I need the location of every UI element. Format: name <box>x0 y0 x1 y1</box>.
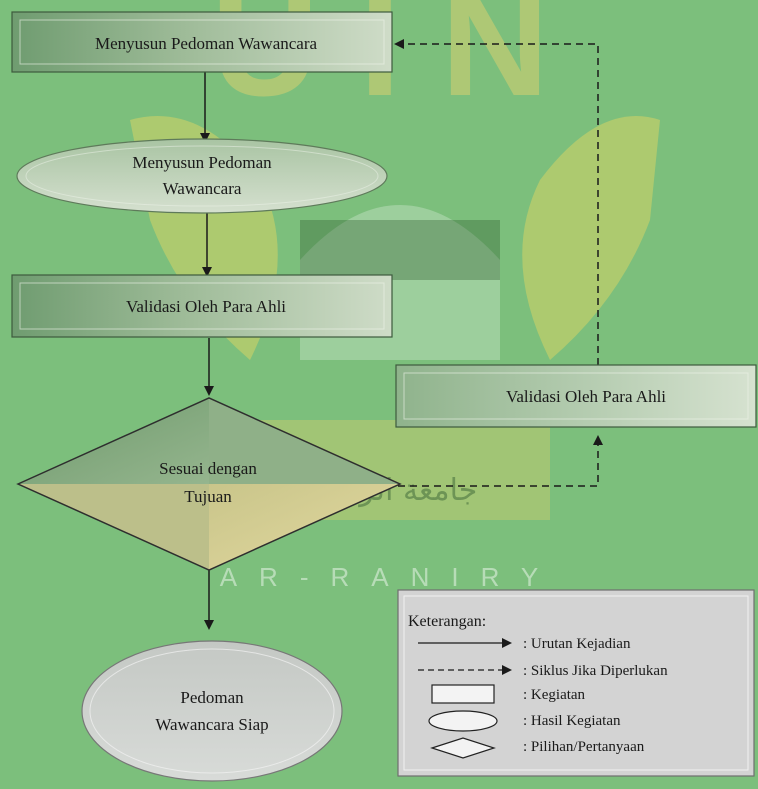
step-1-label: Menyusun Pedoman Wawancara <box>95 34 318 53</box>
legend-item-1: : Urutan Kejadian <box>523 636 631 652</box>
legend-ellipse-icon <box>428 710 498 732</box>
legend-box: Keterangan: : Urutan Kejadian : Siklus J… <box>397 589 755 777</box>
legend-item-5: : Pilihan/Pertanyaan <box>523 739 645 755</box>
result-1-label-line1: Menyusun Pedoman <box>132 153 272 172</box>
legend-item-2: : Siklus Jika Diperlukan <box>523 663 668 679</box>
result-1-ellipse: Menyusun Pedoman Wawancara <box>16 138 388 214</box>
legend-title: Keterangan: <box>408 613 486 630</box>
step-2-label: Validasi Oleh Para Ahli <box>126 297 286 316</box>
result-1-label-line2: Wawancara <box>163 179 242 198</box>
decision-label-line2: Tujuan <box>184 487 232 506</box>
step-2-box: Validasi Oleh Para Ahli <box>11 274 393 338</box>
watermark-spelled: AR-RANIRY <box>220 562 561 592</box>
legend-item-4: : Hasil Kegiatan <box>523 713 621 729</box>
final-label-line1: Pedoman <box>180 688 244 707</box>
step-1-box: Menyusun Pedoman Wawancara <box>11 11 393 73</box>
final-label-line2: Wawancara Siap <box>155 715 268 734</box>
decision-label-line1: Sesuai dengan <box>159 459 257 478</box>
final-result-ellipse: Pedoman Wawancara Siap <box>81 640 343 782</box>
legend-rectangle-icon <box>431 684 495 704</box>
revision-label: Validasi Oleh Para Ahli <box>506 387 666 406</box>
legend-item-3: : Kegiatan <box>523 687 586 703</box>
watermark-emblem-right <box>522 116 660 360</box>
legend-diamond-icon <box>430 737 496 759</box>
revision-box: Validasi Oleh Para Ahli <box>395 364 757 428</box>
decision-diamond: Sesuai dengan Tujuan <box>16 397 402 571</box>
watermark-building <box>300 220 500 280</box>
dashed-decision-to-revision <box>398 435 603 487</box>
connectors <box>200 39 603 630</box>
